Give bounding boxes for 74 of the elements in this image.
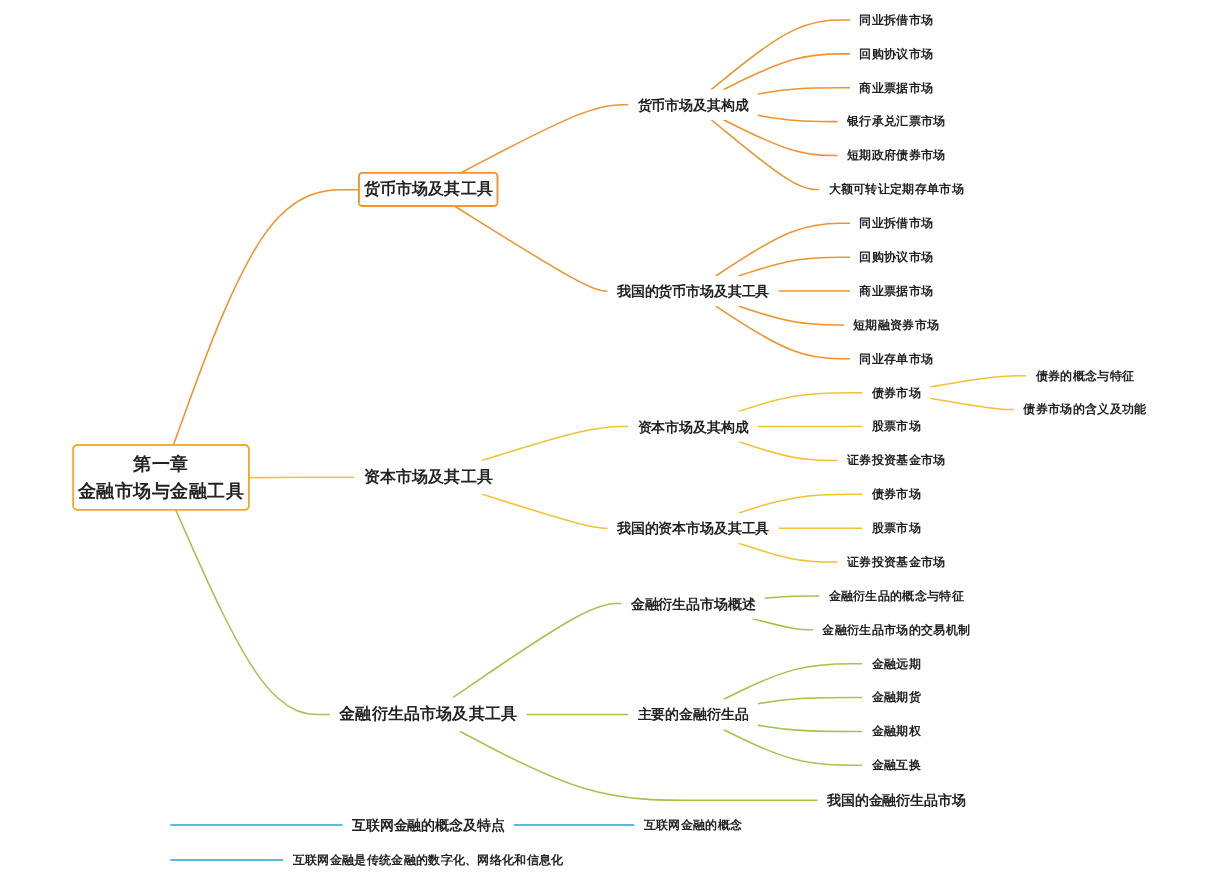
node-text: 金融衍生品的概念与特征: [828, 588, 965, 603]
connector: [751, 617, 814, 631]
node-text: 股票市场: [871, 418, 921, 434]
connector: [174, 509, 331, 716]
connector: [722, 662, 864, 701]
connector: [715, 222, 851, 277]
connector: [459, 103, 630, 174]
connector: [454, 205, 609, 292]
node-text: 债券市场: [871, 486, 921, 502]
node-text: 商业票据市场: [859, 80, 934, 95]
connector: [248, 476, 356, 479]
node-text: 债券的概念与特征: [1035, 368, 1135, 383]
node-text: 同业拆借市场: [859, 215, 934, 231]
node-text: 互联网金融的概念: [643, 817, 743, 832]
connector: [451, 602, 623, 699]
node-text: 债券市场: [871, 384, 921, 400]
node-text: 股票市场: [871, 520, 921, 536]
connector: [459, 730, 819, 802]
node-text: 金融衍生品市场的交易机制: [822, 622, 971, 637]
connector: [756, 696, 864, 705]
connector: [737, 493, 864, 514]
node-text: 银行承兑汇票市场: [847, 113, 946, 129]
connector: [737, 440, 839, 462]
connector: [929, 374, 1028, 388]
connector: [525, 713, 630, 716]
connector: [756, 87, 851, 95]
connector: [710, 118, 821, 191]
connector: [480, 425, 630, 462]
node-text: 货币市场及其构成: [637, 96, 749, 113]
connector: [710, 19, 851, 91]
connector: [777, 527, 864, 529]
node-text: 同业存单市场: [859, 351, 934, 366]
connector: [722, 118, 839, 157]
node-text: 金融期权: [871, 723, 921, 739]
connector: [722, 728, 864, 767]
connector: [480, 493, 609, 529]
node-text: 互联网金融的概念及特点: [351, 816, 505, 834]
node-text: 金融远期: [871, 655, 921, 671]
node-text: 金融期货: [871, 689, 921, 705]
connector: [756, 724, 864, 733]
connector: [169, 859, 285, 861]
node-text: 主要的金融衍生品: [637, 706, 749, 723]
connector: [763, 595, 821, 599]
connector: [737, 391, 864, 413]
node-text: 大额可转让定期存单市场: [828, 181, 965, 197]
node-text: 金融衍生品市场概述: [630, 595, 756, 612]
connector: [512, 824, 636, 826]
node-text: 短期政府债券市场: [847, 147, 946, 163]
node-text: 同业拆借市场: [859, 12, 934, 27]
node-text: 我国的金融衍生品市场: [826, 792, 966, 809]
node-text: 资本市场及其构成: [637, 418, 749, 435]
connector: [777, 290, 851, 292]
connector: [756, 425, 864, 428]
node-text: 金融互换: [871, 757, 921, 773]
node-text: 短期融资券市场: [853, 317, 940, 332]
connector: [722, 53, 851, 91]
connector: [737, 256, 851, 277]
connector: [756, 114, 839, 123]
connector: [737, 542, 839, 563]
node-text: 互联网金融是传统金融的数字化、网络化和信息化: [292, 852, 564, 867]
node-text: 商业票据市场: [859, 283, 934, 298]
node-text: 我国的货币市场及其工具: [616, 282, 770, 300]
connector: [737, 305, 845, 326]
node-text: 资本市场及其工具: [363, 467, 493, 486]
node-text: 金融衍生品市场及其工具: [339, 704, 518, 724]
node-text: 证券投资基金市场: [847, 452, 946, 468]
node-text: 回购协议市场: [859, 249, 934, 265]
node-text: 证券投资基金市场: [847, 554, 946, 569]
node-text: 我国的资本市场及其工具: [616, 520, 770, 537]
connector: [929, 397, 1015, 411]
connector: [169, 824, 344, 826]
node-text: 债券市场的含义及功能: [1023, 401, 1147, 417]
connector: [715, 305, 851, 360]
node-text: 回购协议市场: [859, 46, 934, 61]
